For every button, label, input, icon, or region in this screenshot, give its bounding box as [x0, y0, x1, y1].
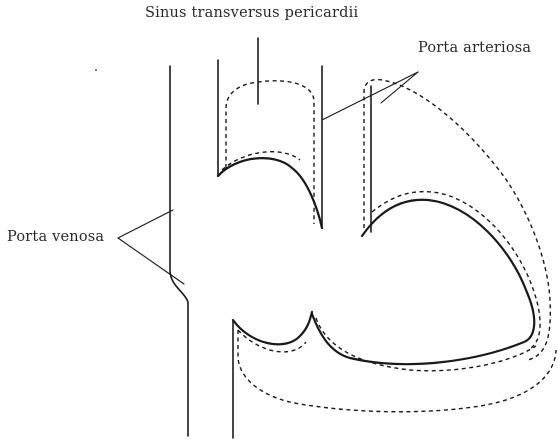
porta-venosa-leader-2	[118, 238, 184, 284]
pericardium-dashed-arterial-cap	[364, 80, 550, 361]
porta-arteriosa-leader-1	[322, 72, 418, 120]
porta-venosa-leader-1	[118, 210, 173, 238]
label-porta-arteriosa: Porta arteriosa	[418, 40, 531, 56]
pericardium-dashed-lower-left	[238, 330, 306, 352]
vena-outer-line	[170, 66, 188, 436]
label-sinus-transversus: Sinus transversus pericardii	[145, 5, 358, 21]
pericardium-dashed-outer-envelope	[238, 330, 556, 412]
stray-dot	[95, 69, 97, 71]
label-porta-venosa: Porta venosa	[7, 229, 104, 245]
pericardium-dashed-right-inner	[372, 192, 540, 350]
pericardium-dashed-venous-cap	[226, 81, 314, 224]
heart-right-contour	[312, 200, 534, 364]
pericardium-dashed-upper-left	[222, 152, 300, 170]
heart-upper-left-lobe	[218, 158, 322, 228]
heart-lower-left-lobe	[233, 312, 312, 344]
